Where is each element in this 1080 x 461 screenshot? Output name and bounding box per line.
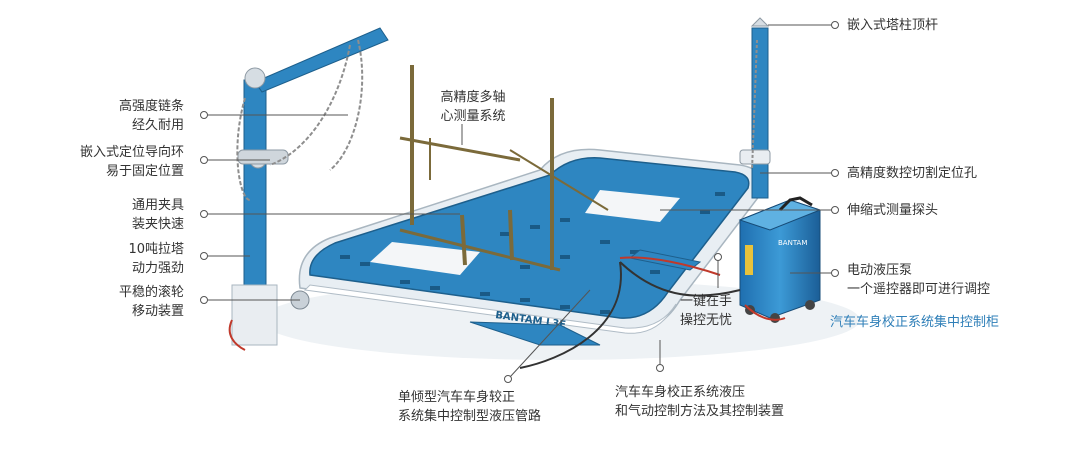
callout-tower: 10吨拉塔 动力强劲 — [60, 240, 184, 278]
callout-hydraulic-line-1: 汽车车身校正系统液压 — [615, 385, 746, 400]
callout-wheel-line-1: 平稳的滚轮 — [118, 285, 184, 300]
callout-one-key-line-1: 一键在手 — [680, 294, 733, 309]
callout-hydraulic-line-2: 和气动控制方法及其控制装置 — [615, 404, 785, 419]
slot-pattern — [340, 192, 725, 314]
chain — [236, 39, 364, 201]
callout-clamp: 通用夹具 装夹快速 — [60, 196, 184, 234]
callout-clamp-line-1: 通用夹具 — [131, 198, 184, 213]
callout-clamp-line-2: 装夹快速 — [131, 217, 184, 232]
callout-measure: 高精度多轴 心测量系统 — [428, 88, 518, 126]
callout-probe-line-1: 伸缩式测量探头 — [847, 203, 939, 218]
callout-pump-line-1: 电动液压泵 — [847, 263, 913, 278]
hoses — [228, 256, 786, 369]
callout-pump: 电动液压泵 一个遥控器即可进行调控 — [847, 261, 990, 299]
callout-wheel: 平稳的滚轮 移动装置 — [60, 283, 184, 321]
pump-brand: BANTAM — [778, 239, 807, 247]
callout-tower-line-2: 动力强劲 — [131, 261, 184, 276]
right-pull-tower — [739, 17, 771, 199]
callout-chain: 高强度链条 经久耐用 — [60, 97, 184, 135]
callout-guide-ring-line-2: 易于固定位置 — [105, 164, 184, 179]
callout-guide-ring-line-1: 嵌入式定位导向环 — [79, 145, 184, 160]
callout-guide-ring: 嵌入式定位导向环 易于固定位置 — [40, 143, 184, 181]
callout-tower-line-1: 10吨拉塔 — [128, 242, 184, 257]
hydraulic-pump-cabinet: BANTAM — [738, 196, 822, 323]
callout-pump-line-2: 一个遥控器即可进行调控 — [847, 282, 991, 297]
callout-cabinet-line-1: 汽车车身校正系统集中控制柜 — [830, 315, 1000, 330]
callout-cnc-hole-line-1: 高精度数控切割定位孔 — [847, 166, 978, 181]
callout-pipeline-line-2: 系统集中控制型液压管路 — [398, 409, 542, 424]
leader-lines — [200, 21, 839, 383]
callout-measure-line-2: 心测量系统 — [440, 109, 506, 124]
callout-wheel-line-2: 移动装置 — [131, 304, 184, 319]
callout-probe: 伸缩式测量探头 — [847, 201, 938, 220]
callout-hydraulic: 汽车车身校正系统液压 和气动控制方法及其控制装置 — [615, 383, 784, 421]
callout-cnc-hole: 高精度数控切割定位孔 — [847, 164, 977, 183]
callout-one-key-line-2: 操控无忧 — [680, 313, 733, 328]
callout-measure-line-1: 高精度多轴 — [440, 90, 506, 105]
callout-pipeline-line-1: 单倾型汽车车身较正 — [398, 390, 516, 405]
callout-top-rod-line-1: 嵌入式塔柱顶杆 — [847, 18, 939, 33]
callout-cabinet: 汽车车身校正系统集中控制柜 — [830, 313, 999, 332]
callout-chain-line-1: 高强度链条 — [118, 99, 184, 114]
callout-pipeline: 单倾型汽车车身较正 系统集中控制型液压管路 — [398, 388, 541, 426]
callout-top-rod: 嵌入式塔柱顶杆 — [847, 16, 938, 35]
callout-one-key: 一键在手 操控无忧 — [680, 292, 732, 330]
measuring-system — [399, 65, 609, 272]
callout-chain-line-2: 经久耐用 — [131, 118, 184, 133]
